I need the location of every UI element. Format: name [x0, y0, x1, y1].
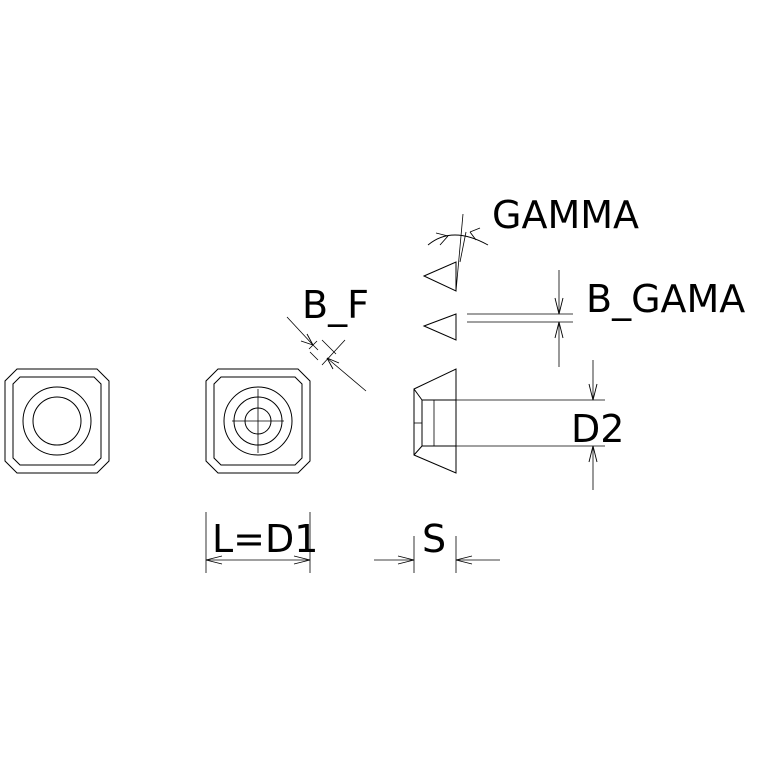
detail-b-gama: B_GAMA — [422, 270, 745, 367]
dimension-s: S — [374, 517, 500, 573]
label-gamma: GAMMA — [492, 193, 639, 237]
insert-side-view — [413, 368, 457, 474]
dimension-b-f: B_F — [286, 283, 369, 392]
dimension-d2: D2 — [456, 360, 624, 490]
insert-top-view-left — [4, 368, 110, 474]
label-b-gama: B_GAMA — [586, 277, 745, 321]
label-d2: D2 — [571, 407, 624, 451]
label-s: S — [422, 517, 446, 561]
insert-top-view-center — [205, 368, 311, 474]
dimension-l-d1: L=D1 — [205, 512, 318, 573]
label-l-d1: L=D1 — [212, 517, 318, 561]
label-b-f: B_F — [302, 283, 369, 327]
detail-gamma: GAMMA — [422, 193, 639, 292]
